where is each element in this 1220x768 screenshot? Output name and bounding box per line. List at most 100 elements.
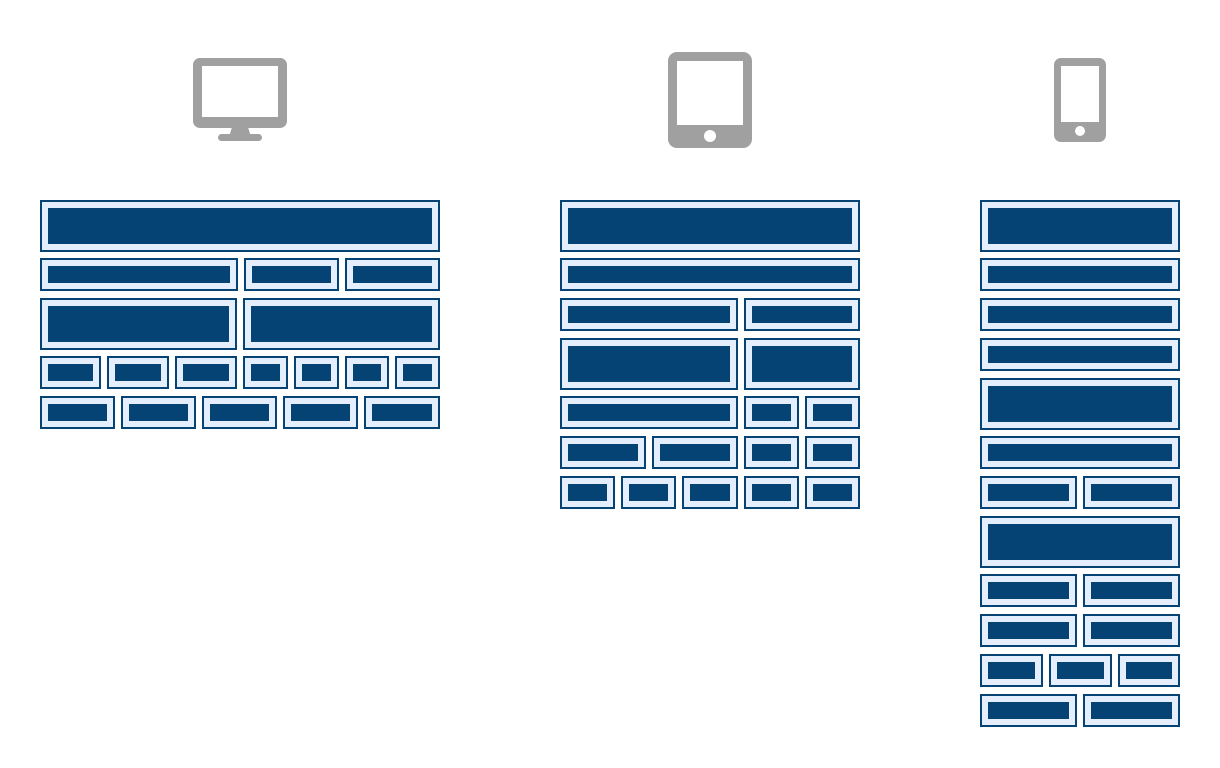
block-content xyxy=(1091,484,1172,501)
block-content xyxy=(291,404,350,421)
phone-layout-block xyxy=(980,258,1180,291)
block-content xyxy=(988,622,1069,639)
block-content xyxy=(813,484,852,501)
phone-layout-block xyxy=(980,614,1077,647)
tablet-layout-block xyxy=(682,476,738,509)
block-content xyxy=(210,404,269,421)
block-content xyxy=(251,306,432,342)
phone-layout-block xyxy=(980,200,1180,252)
block-content xyxy=(690,484,730,501)
desktop-layout-block xyxy=(243,356,288,389)
tablet-layout-block xyxy=(560,338,738,390)
tablet-layout-block xyxy=(621,476,676,509)
desktop-monitor-icon xyxy=(193,58,287,141)
block-content xyxy=(988,702,1069,719)
block-content xyxy=(353,266,432,283)
block-content xyxy=(48,306,229,342)
phone-layout-block xyxy=(980,378,1180,430)
desktop-layout-block xyxy=(364,396,440,429)
block-content xyxy=(1126,662,1172,679)
block-content xyxy=(568,346,730,382)
phone-layout-block xyxy=(1083,614,1180,647)
block-content xyxy=(353,364,381,381)
phone-layout-block xyxy=(980,338,1180,371)
block-content xyxy=(988,444,1172,461)
desktop-layout-block xyxy=(244,258,339,291)
tablet-layout-block xyxy=(805,396,860,429)
block-content xyxy=(568,404,730,421)
tablet-layout-block xyxy=(805,436,860,469)
desktop-layout-block xyxy=(345,258,440,291)
block-content xyxy=(48,208,432,244)
block-content xyxy=(988,208,1172,244)
block-content xyxy=(48,364,93,381)
tablet-layout-block xyxy=(744,396,799,429)
tablet-layout-block xyxy=(652,436,738,469)
block-content xyxy=(988,386,1172,422)
block-content xyxy=(660,444,730,461)
block-content xyxy=(988,306,1172,323)
block-content xyxy=(988,524,1172,560)
block-content xyxy=(752,484,791,501)
block-content xyxy=(988,484,1069,501)
block-content xyxy=(302,364,331,381)
block-content xyxy=(752,404,791,421)
tablet-layout-block xyxy=(560,396,738,429)
block-content xyxy=(251,364,280,381)
desktop-layout-block xyxy=(40,396,115,429)
phone-layout-block xyxy=(1118,654,1180,687)
block-content xyxy=(48,266,230,283)
desktop-layout-block xyxy=(40,298,237,350)
desktop-layout-block xyxy=(345,356,389,389)
phone-layout-block xyxy=(980,694,1077,727)
block-content xyxy=(568,444,638,461)
tablet-layout-block xyxy=(560,200,860,252)
tablet-layout-block xyxy=(560,298,738,331)
block-content xyxy=(813,404,852,421)
tablet-layout-block xyxy=(744,436,799,469)
tablet-icon xyxy=(668,52,752,148)
phone-layout-block xyxy=(1049,654,1112,687)
block-content xyxy=(1091,702,1172,719)
tablet-layout-block xyxy=(805,476,860,509)
phone-layout-block xyxy=(980,574,1077,607)
block-content xyxy=(252,266,331,283)
desktop-layout-block xyxy=(175,356,237,389)
block-content xyxy=(988,346,1172,363)
desktop-layout-block xyxy=(283,396,358,429)
block-content xyxy=(988,266,1172,283)
block-content xyxy=(752,346,852,382)
block-content xyxy=(988,662,1035,679)
phone-layout-block xyxy=(1083,574,1180,607)
block-content xyxy=(752,306,852,323)
tablet-layout-block xyxy=(560,436,646,469)
block-content xyxy=(1091,582,1172,599)
block-content xyxy=(48,404,107,421)
desktop-layout-block xyxy=(40,200,440,252)
tablet-layout-block xyxy=(744,338,860,390)
phone-layout-block xyxy=(980,654,1043,687)
desktop-layout-block xyxy=(40,356,101,389)
phone-layout-block xyxy=(1083,694,1180,727)
tablet-layout-block xyxy=(560,258,860,291)
desktop-layout-block xyxy=(202,396,277,429)
desktop-layout-block xyxy=(121,396,196,429)
phone-layout-block xyxy=(1083,476,1180,509)
block-content xyxy=(629,484,668,501)
desktop-layout-block xyxy=(294,356,339,389)
block-content xyxy=(403,364,432,381)
block-content xyxy=(568,484,607,501)
block-content xyxy=(183,364,229,381)
tablet-layout-block xyxy=(744,476,799,509)
block-content xyxy=(115,364,161,381)
desktop-layout-block xyxy=(40,258,238,291)
smartphone-icon xyxy=(1054,58,1106,142)
desktop-layout-block xyxy=(107,356,169,389)
block-content xyxy=(1057,662,1104,679)
block-content xyxy=(372,404,432,421)
block-content xyxy=(988,582,1069,599)
block-content xyxy=(752,444,791,461)
block-content xyxy=(568,208,852,244)
block-content xyxy=(568,306,730,323)
tablet-layout-block xyxy=(744,298,860,331)
